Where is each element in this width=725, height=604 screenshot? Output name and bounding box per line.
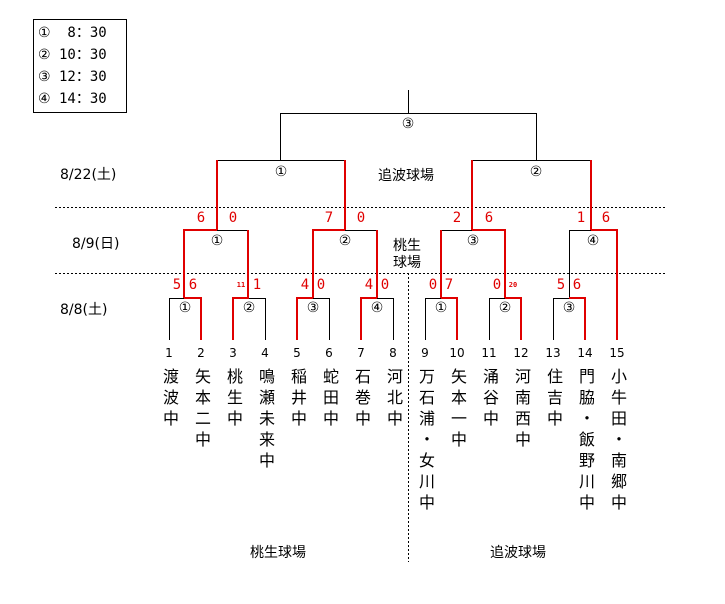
- venue-right: 追波球場: [490, 545, 546, 561]
- team-number: 2: [197, 346, 205, 360]
- team-number: 11: [481, 346, 497, 360]
- score: 7: [444, 277, 454, 293]
- team-number: 14: [577, 346, 593, 360]
- team-name: 万石浦・女川中: [416, 368, 435, 515]
- game-marker: ③: [466, 233, 480, 249]
- team-number: 13: [545, 346, 561, 360]
- score: 0: [380, 277, 390, 293]
- score: 6: [484, 210, 494, 226]
- team-number: 6: [325, 346, 333, 360]
- score: 0: [228, 210, 238, 226]
- team-name: 矢本二中: [192, 368, 211, 452]
- team-number: 1: [165, 346, 173, 360]
- team-name: 蛇田中: [320, 368, 339, 431]
- date-final: 8/22(土): [60, 167, 117, 183]
- team-number: 15: [609, 346, 625, 360]
- score: 20: [508, 281, 518, 289]
- black-lines: [169, 90, 591, 340]
- venue-left: 桃生球場: [250, 545, 306, 561]
- score: 4: [364, 277, 374, 293]
- team-number: 9: [421, 346, 429, 360]
- team-number: 4: [261, 346, 269, 360]
- game-marker: ②: [498, 300, 512, 316]
- legend-item: ② 10：30: [38, 47, 107, 63]
- team-name: 稲井中: [288, 368, 307, 431]
- team-number: 3: [229, 346, 237, 360]
- game-marker: ③: [401, 116, 415, 132]
- winner-lines: [183, 160, 618, 340]
- team-number: 8: [389, 346, 397, 360]
- dividers: [55, 207, 665, 562]
- legend-item: ① 8：30: [38, 25, 107, 41]
- legend-item: ④ 14：30: [38, 91, 107, 107]
- score: 5: [556, 277, 566, 293]
- legend-item: ③ 12：30: [38, 69, 107, 85]
- score: 11: [236, 281, 246, 289]
- game-marker: ④: [370, 300, 384, 316]
- team-name: 河南西中: [512, 368, 531, 452]
- team-name: 小牛田・南郷中: [608, 368, 627, 515]
- score: 0: [316, 277, 326, 293]
- score: 4: [300, 277, 310, 293]
- score: 6: [188, 277, 198, 293]
- team-name: 門脇・飯野川中: [576, 368, 595, 515]
- game-marker: ①: [274, 164, 288, 180]
- game-marker: ①: [178, 300, 192, 316]
- score: 6: [601, 210, 611, 226]
- score: 6: [196, 210, 206, 226]
- team-number: 10: [449, 346, 465, 360]
- team-name: 桃生中: [224, 368, 243, 431]
- game-marker: ②: [529, 164, 543, 180]
- game-marker: ③: [562, 300, 576, 316]
- score: 6: [572, 277, 582, 293]
- date-round1: 8/8(土): [60, 302, 108, 318]
- score: 0: [428, 277, 438, 293]
- time-legend: ① 8：30 ② 10：30 ③ 12：30 ④ 14：30: [33, 19, 127, 113]
- game-marker: ④: [586, 233, 600, 249]
- date-round2: 8/9(日): [72, 236, 120, 252]
- team-name: 涌谷中: [480, 368, 499, 431]
- team-number: 12: [513, 346, 529, 360]
- score: 5: [172, 277, 182, 293]
- team-name: 石巻中: [352, 368, 371, 431]
- team-name: 河北中: [384, 368, 403, 431]
- team-name: 渡波中: [160, 368, 179, 431]
- score: 1: [252, 277, 262, 293]
- game-marker: ③: [306, 300, 320, 316]
- venue-round2: 球場: [393, 255, 421, 271]
- team-name: 矢本一中: [448, 368, 467, 452]
- team-number: 5: [293, 346, 301, 360]
- venue-round2: 桃生: [393, 238, 421, 254]
- venue-final: 追波球場: [378, 168, 434, 184]
- game-marker: ①: [210, 233, 224, 249]
- game-marker: ②: [242, 300, 256, 316]
- team-name: 住吉中: [544, 368, 563, 431]
- team-number: 7: [357, 346, 365, 360]
- game-marker: ①: [434, 300, 448, 316]
- game-marker: ②: [338, 233, 352, 249]
- team-name: 鳴瀬未来中: [256, 368, 275, 473]
- score: 1: [576, 210, 586, 226]
- score: 0: [356, 210, 366, 226]
- score: 0: [492, 277, 502, 293]
- score: 7: [324, 210, 334, 226]
- score: 2: [452, 210, 462, 226]
